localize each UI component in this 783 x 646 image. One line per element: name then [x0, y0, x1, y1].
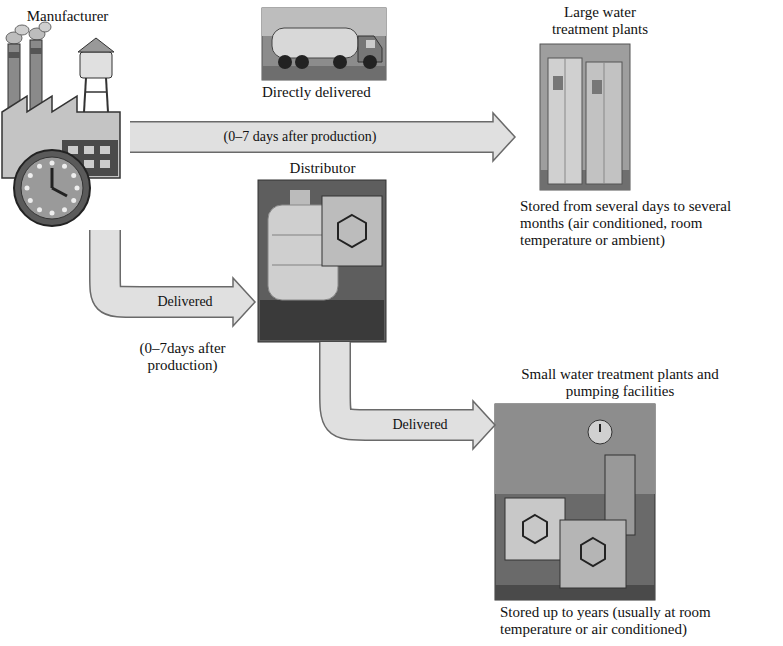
- factory-icon-part: [86, 91, 106, 93]
- distributor-photo-part: [338, 215, 366, 247]
- factory-icon-part: [68, 146, 78, 154]
- factory-icon-part: [39, 22, 51, 32]
- factory-icon: [2, 22, 120, 226]
- factory-icon-part: [84, 78, 86, 112]
- factory-icon-part: [84, 160, 94, 168]
- picture-space: [255, 177, 390, 342]
- large-plant-photo-part: [565, 58, 566, 184]
- block-arrow: [335, 342, 495, 449]
- factory-icon-part: [62, 207, 67, 212]
- large-plant-photo-part: [604, 62, 605, 184]
- arrow-head: [233, 278, 255, 326]
- factory-icon-part: [8, 52, 20, 58]
- factory-icon-part: [28, 198, 33, 203]
- arrow-head: [493, 113, 515, 161]
- distributor-photo: [258, 180, 386, 342]
- factory-icon-part: [62, 164, 67, 169]
- timing-note: Directly delivered: [262, 84, 371, 101]
- small-plant-photo-part: [505, 498, 565, 560]
- factory-icon-part: [37, 164, 42, 169]
- factory-icon-part: [52, 188, 67, 196]
- large-plant-photo-part: [548, 58, 582, 184]
- large-plant-photo-part: [586, 62, 622, 184]
- small-plant-photo-part: [588, 420, 612, 444]
- arrow-body: [105, 230, 235, 302]
- truck-photo-part: [278, 55, 292, 69]
- factory-icon-part: [14, 150, 90, 226]
- node-heading: Large water treatment plants: [535, 4, 665, 38]
- large-plant-node: Large water treatment plantsStored from …: [515, 4, 777, 249]
- picture-space: [495, 400, 777, 600]
- node-heading: Manufacturer: [5, 8, 130, 25]
- truck-photo-part: [333, 55, 347, 69]
- small-plant-photo: [495, 404, 655, 600]
- small-plant-photo-part: [560, 520, 626, 588]
- factory-icon-part: [50, 161, 55, 166]
- factory-icon-part: [28, 173, 33, 178]
- factory-icon-part: [100, 146, 110, 154]
- large-plant-photo: [540, 44, 630, 190]
- factory-icon-part: [50, 211, 55, 216]
- arrow-label: (0–7 days after production): [221, 129, 380, 145]
- factory-icon-part: [71, 198, 76, 203]
- large-plant-photo-part: [553, 76, 563, 90]
- truck-photo-part: [272, 28, 358, 58]
- distributor-photo-part: [322, 196, 382, 266]
- manufacturer-node: Manufacturer: [5, 8, 130, 230]
- small-plant-photo-part: [599, 424, 601, 432]
- factory-icon-part: [71, 173, 76, 178]
- arrow-body: [335, 342, 475, 425]
- picture-space: [5, 25, 130, 230]
- factory-icon-part: [75, 186, 80, 191]
- node-heading: Small water treatment plants and pumping…: [520, 366, 720, 400]
- truck-photo-part: [262, 8, 386, 80]
- arrow-head: [473, 401, 495, 449]
- large-plant-photo-part: [540, 44, 630, 190]
- factory-icon-part: [78, 38, 114, 52]
- truck-photo-part: [366, 40, 375, 48]
- block-arrow: [105, 230, 255, 326]
- factory-icon-part: [30, 48, 42, 54]
- factory-icon-part: [37, 207, 42, 212]
- truck-photo-part: [295, 55, 309, 69]
- factory-icon-part: [25, 186, 30, 191]
- truck-photo-part: [363, 55, 377, 69]
- arrow-label: Delivered: [154, 294, 215, 310]
- picture-space: [515, 38, 777, 194]
- distributor-photo-part: [258, 180, 386, 342]
- distributor-photo-part: [260, 300, 384, 340]
- factory-icon-part: [51, 168, 54, 188]
- arrow-label: Delivered: [389, 417, 450, 433]
- large-plant-photo-part: [592, 80, 602, 94]
- factory-icon-part: [80, 52, 112, 78]
- arrow-body: [130, 123, 495, 152]
- distributor-photo-part: [290, 190, 310, 206]
- storage-note: Stored up to years (usually at room temp…: [500, 604, 750, 638]
- small-plant-photo-part: [581, 538, 605, 566]
- factory-icon-part: [15, 25, 29, 35]
- distributor-node: Distributor: [255, 160, 390, 342]
- truck-photo: [262, 8, 386, 80]
- block-arrow: [130, 113, 515, 161]
- node-heading: Distributor: [255, 160, 390, 177]
- factory-icon-part: [100, 160, 110, 168]
- small-plant-photo-part: [523, 515, 547, 543]
- factory-icon-part: [106, 78, 108, 112]
- small-plant-node: Small water treatment plants and pumping…: [495, 366, 777, 638]
- storage-note: Stored from several days to several mont…: [520, 198, 775, 249]
- factory-icon-part: [21, 157, 83, 219]
- factory-icon-part: [84, 146, 94, 154]
- small-plant-photo-part: [495, 404, 655, 600]
- timing-note: (0–7days after production): [125, 340, 240, 374]
